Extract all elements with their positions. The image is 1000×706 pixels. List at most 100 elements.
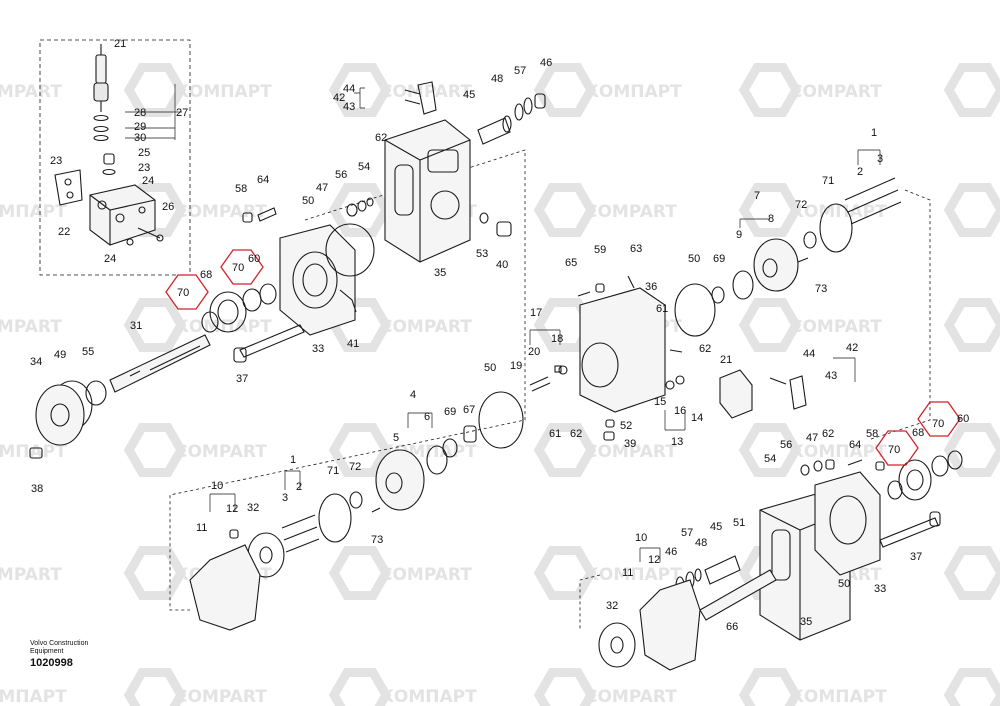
watermark-text: COMPART — [585, 202, 677, 222]
leader-lines — [125, 84, 881, 562]
watermark-tile: КОМПАРТ — [123, 298, 272, 352]
callout-19: 19 — [510, 360, 522, 372]
watermark-hexagon — [123, 546, 187, 600]
watermark-tile: КОМПАРТ — [0, 687, 67, 706]
watermark-text: КОМПАРТ — [790, 442, 887, 462]
watermark-tile: КОМПАРТ — [943, 63, 1000, 117]
callout-68: 68 — [200, 269, 212, 281]
callout-35: 35 — [434, 267, 446, 279]
callout-34: 34 — [30, 356, 42, 368]
callout-43: 43 — [825, 370, 837, 382]
watermark-text: КОМПАРТ — [790, 687, 887, 706]
watermark-hexagon — [533, 668, 597, 706]
callout-31: 31 — [130, 320, 142, 332]
callout-9: 9 — [736, 229, 742, 241]
highlight-hex-70-a — [165, 274, 209, 310]
callout-5: 5 — [393, 432, 399, 444]
callout-42: 42 — [333, 92, 345, 104]
watermark-text: КОМПАРТ — [585, 565, 682, 585]
callout-71: 71 — [327, 465, 339, 477]
watermark-tile: КОМПАРТ — [738, 668, 887, 706]
callout-3: 3 — [282, 492, 288, 504]
callout-66: 66 — [726, 621, 738, 633]
callout-55: 55 — [82, 346, 94, 358]
watermark-hexagon — [328, 63, 392, 117]
callout-56: 56 — [335, 169, 347, 181]
watermark-hexagon — [123, 298, 187, 352]
watermark-text: COMPART — [175, 687, 267, 706]
callout-48: 48 — [491, 73, 503, 85]
callout-58: 58 — [866, 428, 878, 440]
callout-42: 42 — [846, 342, 858, 354]
watermark-text: COMPART — [175, 442, 267, 462]
callout-70: 70 — [888, 444, 900, 456]
watermark-tile: КОМПАРТ — [738, 183, 887, 237]
callout-36: 36 — [645, 281, 657, 293]
callout-24: 24 — [104, 253, 116, 265]
watermark-tile: COMPART — [943, 183, 1000, 237]
watermark-text: COMPART — [585, 687, 677, 706]
callout-60: 60 — [957, 413, 969, 425]
callout-32: 32 — [606, 600, 618, 612]
watermark-hexagon — [943, 546, 1000, 600]
watermark-text: COMPART — [0, 565, 62, 585]
callout-22: 22 — [58, 226, 70, 238]
watermark-hexagon — [328, 546, 392, 600]
watermark-tile: COMPART — [0, 82, 62, 102]
watermark-hexagon — [738, 423, 802, 477]
callout-32: 32 — [247, 502, 259, 514]
watermark-hexagon — [943, 298, 1000, 352]
watermark-tile: КОМПАРТ — [943, 546, 1000, 600]
watermark-text: КОМПАРТ — [0, 202, 67, 222]
sensor-detail — [54, 44, 164, 246]
callout-72: 72 — [349, 461, 361, 473]
callout-4: 4 — [410, 389, 416, 401]
callout-2: 2 — [857, 166, 863, 178]
watermark-text: COMPART — [995, 687, 1000, 706]
callout-65: 65 — [565, 257, 577, 269]
callout-11: 11 — [622, 567, 633, 579]
watermark-tile: COMPART — [0, 565, 62, 585]
highlight-hex-70-c — [875, 430, 919, 466]
watermark-tile: КОМПАРТ — [328, 668, 477, 706]
watermark-text: КОМПАРТ — [995, 317, 1000, 337]
callout-62: 62 — [375, 132, 387, 144]
watermark-tile: КОМПАРТ — [0, 202, 67, 222]
callout-10: 10 — [635, 532, 647, 544]
watermark-hexagon — [123, 423, 187, 477]
watermark-hexagon — [533, 423, 597, 477]
watermark-text: COMPART — [790, 82, 882, 102]
callout-67: 67 — [463, 404, 475, 416]
watermark-hexagon — [943, 183, 1000, 237]
watermark-text: COMPART — [0, 317, 62, 337]
callout-68: 68 — [912, 427, 924, 439]
callout-60: 60 — [248, 253, 260, 265]
callout-73: 73 — [371, 534, 383, 546]
callout-69: 69 — [444, 406, 456, 418]
watermark-tile: COMPART — [738, 63, 882, 117]
callout-2: 2 — [296, 481, 302, 493]
callout-49: 49 — [54, 349, 66, 361]
watermark-text: КОМПАРТ — [175, 82, 272, 102]
watermark-tile: COMPART — [123, 668, 267, 706]
callout-45: 45 — [463, 89, 475, 101]
callout-54: 54 — [358, 161, 370, 173]
watermark-tile: COMPART — [943, 668, 1000, 706]
callout-47: 47 — [806, 432, 818, 444]
callout-38: 38 — [31, 483, 43, 495]
watermark-text: КОМПАРТ — [585, 82, 682, 102]
callout-1: 1 — [871, 127, 877, 139]
watermark-tile: КОМПАРТ — [123, 63, 272, 117]
callout-30: 30 — [134, 132, 146, 144]
callout-10: 10 — [211, 480, 223, 492]
watermark-hexagon — [943, 668, 1000, 706]
callout-48: 48 — [695, 537, 707, 549]
callout-15: 15 — [654, 396, 666, 408]
callout-64: 64 — [849, 439, 861, 451]
callout-43: 43 — [343, 101, 355, 113]
callout-27: 27 — [176, 107, 188, 119]
watermark-tile: КОМПАРТ — [738, 423, 887, 477]
callout-51: 51 — [733, 517, 745, 529]
watermark-hexagon — [738, 183, 802, 237]
callout-63: 63 — [630, 243, 642, 255]
